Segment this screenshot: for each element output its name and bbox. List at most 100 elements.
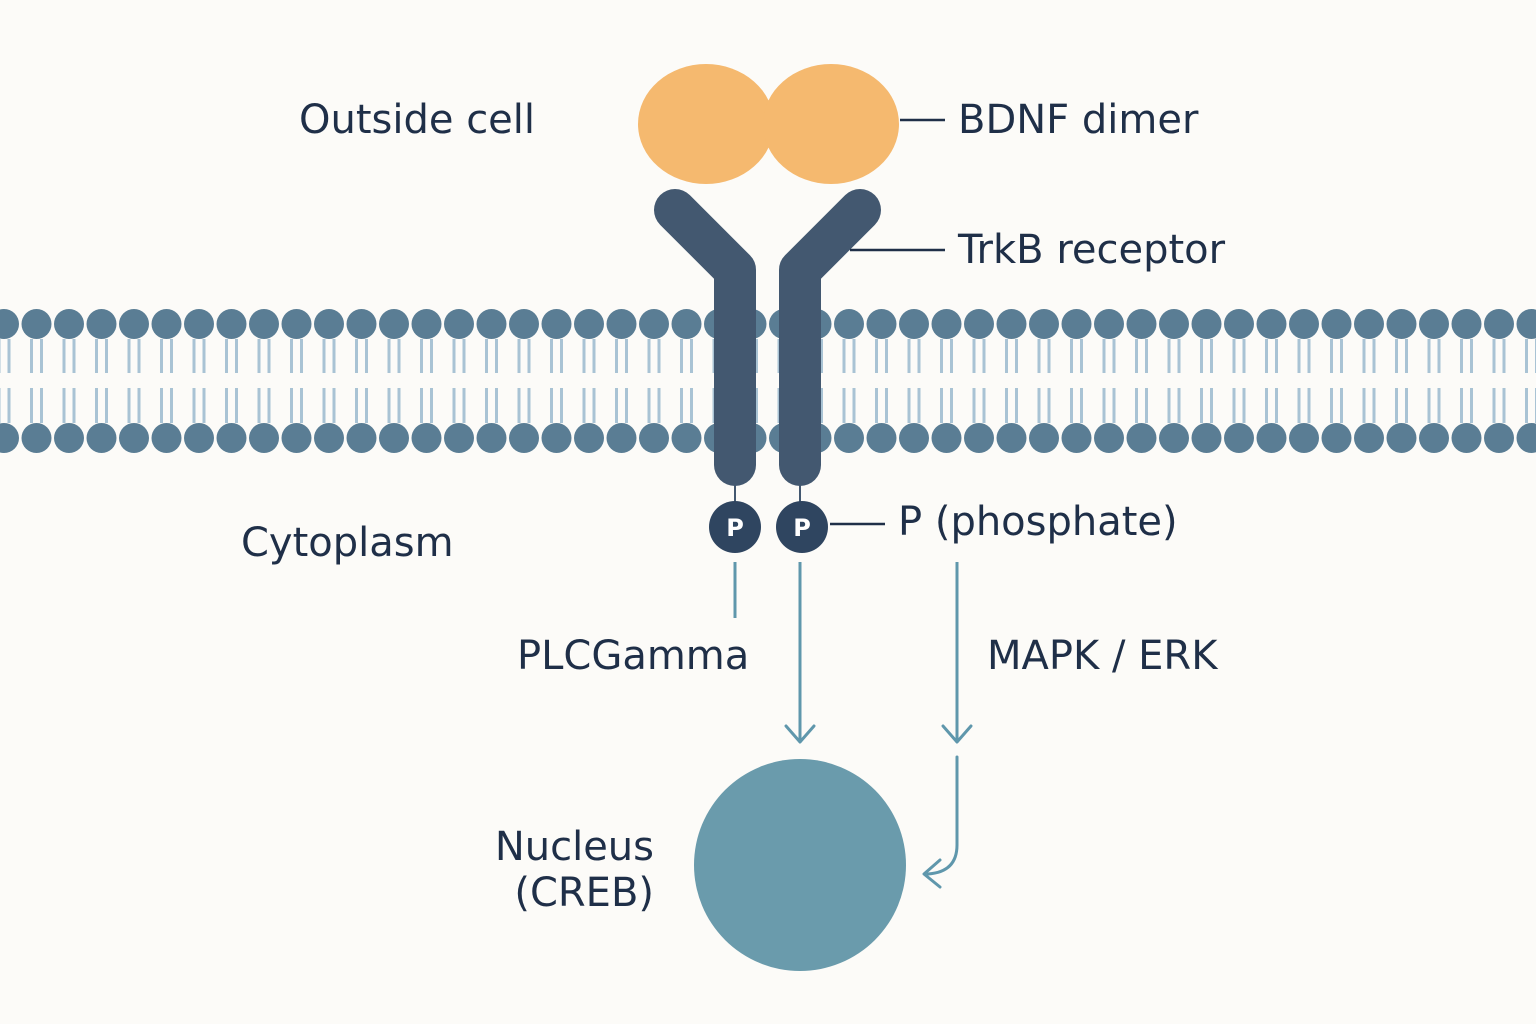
trkb-receptor-label: TrkB receptor xyxy=(958,227,1226,273)
lipid-head xyxy=(1029,309,1059,339)
lipid-head xyxy=(509,423,539,453)
lipid-head xyxy=(86,309,117,339)
bdnf-dimer xyxy=(638,64,899,184)
lipid-head xyxy=(1159,423,1189,453)
bdnf-monomer-right xyxy=(763,64,899,184)
lipid-head xyxy=(964,423,994,453)
lipid-head xyxy=(346,423,377,453)
lipid-head xyxy=(281,423,312,453)
lipid-head xyxy=(996,423,1027,453)
lipid-head xyxy=(216,423,247,453)
lipid-head xyxy=(1191,309,1222,339)
lipid-head xyxy=(1354,423,1384,453)
pathway-arrow-to-nucleus xyxy=(784,562,816,744)
lipid-head xyxy=(184,423,214,453)
trkb-right-arm xyxy=(779,189,881,486)
lipid-head xyxy=(379,423,409,453)
lipid-head xyxy=(1191,423,1222,453)
lipid-head xyxy=(996,309,1027,339)
lipid-head xyxy=(1321,423,1352,453)
lipid-head xyxy=(1289,309,1319,339)
lipid-head xyxy=(314,309,344,339)
lipid-head xyxy=(1126,423,1157,453)
lipid-head xyxy=(86,423,117,453)
lipid-head xyxy=(1094,309,1124,339)
mapk-to-nucleus-arrow xyxy=(922,755,959,889)
lipid-head xyxy=(1159,309,1189,339)
lipid-head xyxy=(151,309,182,339)
phosphate-group-left: P xyxy=(709,501,761,553)
lipid-head xyxy=(866,423,897,453)
mapk-erk-arrow xyxy=(941,562,973,744)
lipid-head xyxy=(411,423,442,453)
lipid-head xyxy=(1126,309,1157,339)
nucleus xyxy=(694,759,906,971)
lipid-head xyxy=(1386,423,1417,453)
nucleus-label-line1: Nucleus xyxy=(494,824,654,870)
lipid-head xyxy=(216,309,247,339)
lipid-head xyxy=(444,423,474,453)
phosphate-label: P (phosphate) xyxy=(898,499,1178,545)
lipid-head xyxy=(509,309,539,339)
lipid-head xyxy=(1321,309,1352,339)
lipid-head xyxy=(249,309,279,339)
lipid-head xyxy=(541,309,572,339)
lipid-head xyxy=(834,309,864,339)
cell-membrane xyxy=(0,309,1536,453)
lipid-head xyxy=(314,423,344,453)
phosphate-group-right: P xyxy=(776,501,828,553)
lipid-head xyxy=(379,309,409,339)
lipid-head xyxy=(899,423,929,453)
lipid-head xyxy=(54,309,84,339)
lipid-head xyxy=(1224,423,1254,453)
lipid-head xyxy=(1484,423,1514,453)
lipid-head xyxy=(54,423,84,453)
bdnf-dimer-label: BDNF dimer xyxy=(958,97,1199,143)
lipid-head xyxy=(1516,309,1536,339)
lipid-head xyxy=(0,423,19,453)
lipid-head xyxy=(346,309,377,339)
cytoplasm-label: Cytoplasm xyxy=(241,520,454,566)
lipid-head xyxy=(606,309,637,339)
lipid-head xyxy=(574,309,604,339)
trkb-left-arm xyxy=(654,189,756,486)
lipid-head xyxy=(1094,423,1124,453)
lipid-head xyxy=(639,423,669,453)
lipid-head xyxy=(671,423,702,453)
lipid-head xyxy=(476,309,507,339)
lipid-head xyxy=(1224,309,1254,339)
lipid-head xyxy=(119,423,149,453)
lipid-head xyxy=(834,423,864,453)
lipid-head xyxy=(1419,423,1449,453)
lipid-head xyxy=(1256,423,1287,453)
lipid-head xyxy=(964,309,994,339)
lipid-head xyxy=(1451,309,1482,339)
lipid-head xyxy=(1386,309,1417,339)
lipid-head xyxy=(476,423,507,453)
lipid-head xyxy=(411,309,442,339)
lipid-head xyxy=(671,309,702,339)
lipid-head xyxy=(574,423,604,453)
plcgamma-label: PLCGamma xyxy=(517,633,750,679)
lipid-head xyxy=(151,423,182,453)
lipid-head xyxy=(931,423,962,453)
lipid-head xyxy=(1419,309,1449,339)
lipid-head xyxy=(281,309,312,339)
lipid-head xyxy=(1484,309,1514,339)
nucleus-label: Nucleus (CREB) xyxy=(495,824,654,916)
lipid-head xyxy=(184,309,214,339)
lipid-head xyxy=(21,309,52,339)
bdnf-monomer-left xyxy=(638,64,774,184)
lipid-head xyxy=(1061,309,1092,339)
lipid-head xyxy=(249,423,279,453)
lipid-head xyxy=(1256,309,1287,339)
lipid-head xyxy=(639,309,669,339)
lipid-head xyxy=(21,423,52,453)
lipid-head xyxy=(899,309,929,339)
mapk-erk-label: MAPK / ERK xyxy=(987,633,1218,679)
lipid-head xyxy=(1061,423,1092,453)
lipid-head xyxy=(1516,423,1536,453)
lipid-head xyxy=(1451,423,1482,453)
